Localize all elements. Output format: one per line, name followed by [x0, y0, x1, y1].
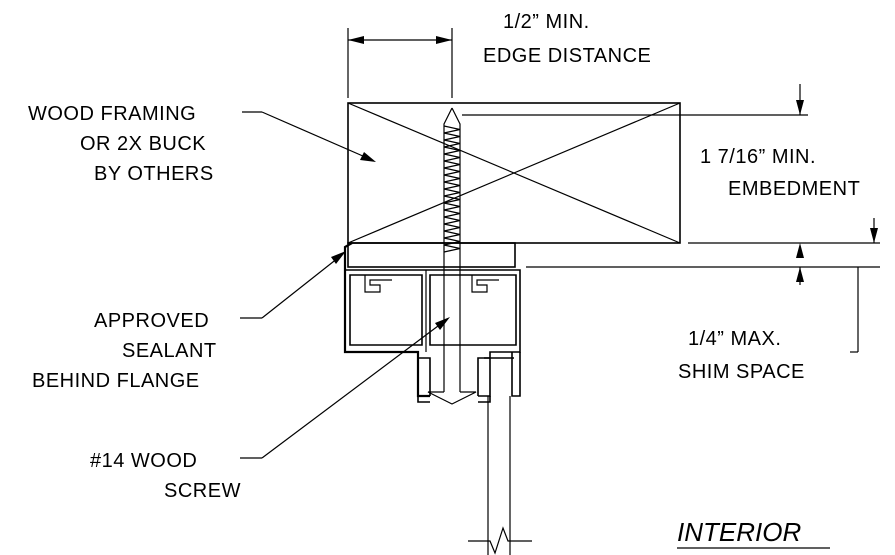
- embedment-label-1: 1 7/16” MIN.: [700, 146, 816, 168]
- screw-label-1: #14 WOOD: [90, 450, 197, 472]
- sealant-leader: [240, 251, 346, 319]
- wood-framing-label-2: OR 2X BUCK: [80, 133, 206, 155]
- embedment-label-2: EMBEDMENT: [728, 178, 860, 200]
- window-frame: [343, 242, 521, 403]
- wood-screw: [427, 107, 477, 405]
- shim-label-2: SHIM SPACE: [678, 361, 805, 383]
- glass-section: [468, 396, 532, 555]
- wood-framing-label-1: WOOD FRAMING: [28, 103, 196, 125]
- sealant-label-1: APPROVED: [94, 310, 209, 332]
- screw-leader: [240, 317, 450, 459]
- screw-threads: [443, 125, 461, 253]
- edge-distance-label-1: 1/2” MIN.: [503, 11, 590, 33]
- edge-distance-label-2: EDGE DISTANCE: [483, 45, 651, 67]
- sealant-label-2: SEALANT: [122, 340, 217, 362]
- wood-framing-label-3: BY OTHERS: [94, 163, 214, 185]
- shim-label-1: 1/4” MAX.: [688, 328, 781, 350]
- wood-framing-leader: [242, 111, 376, 162]
- sealant-label-3: BEHIND FLANGE: [32, 370, 200, 392]
- screw-thread-line: [443, 125, 461, 253]
- screw-label-2: SCREW: [164, 480, 241, 502]
- edge-distance-dimension: [347, 28, 453, 98]
- shim-space-dimension: [526, 243, 880, 353]
- interior-label: INTERIOR: [677, 517, 801, 547]
- embedment-dimension: [462, 84, 880, 244]
- wood-buck: [347, 102, 681, 244]
